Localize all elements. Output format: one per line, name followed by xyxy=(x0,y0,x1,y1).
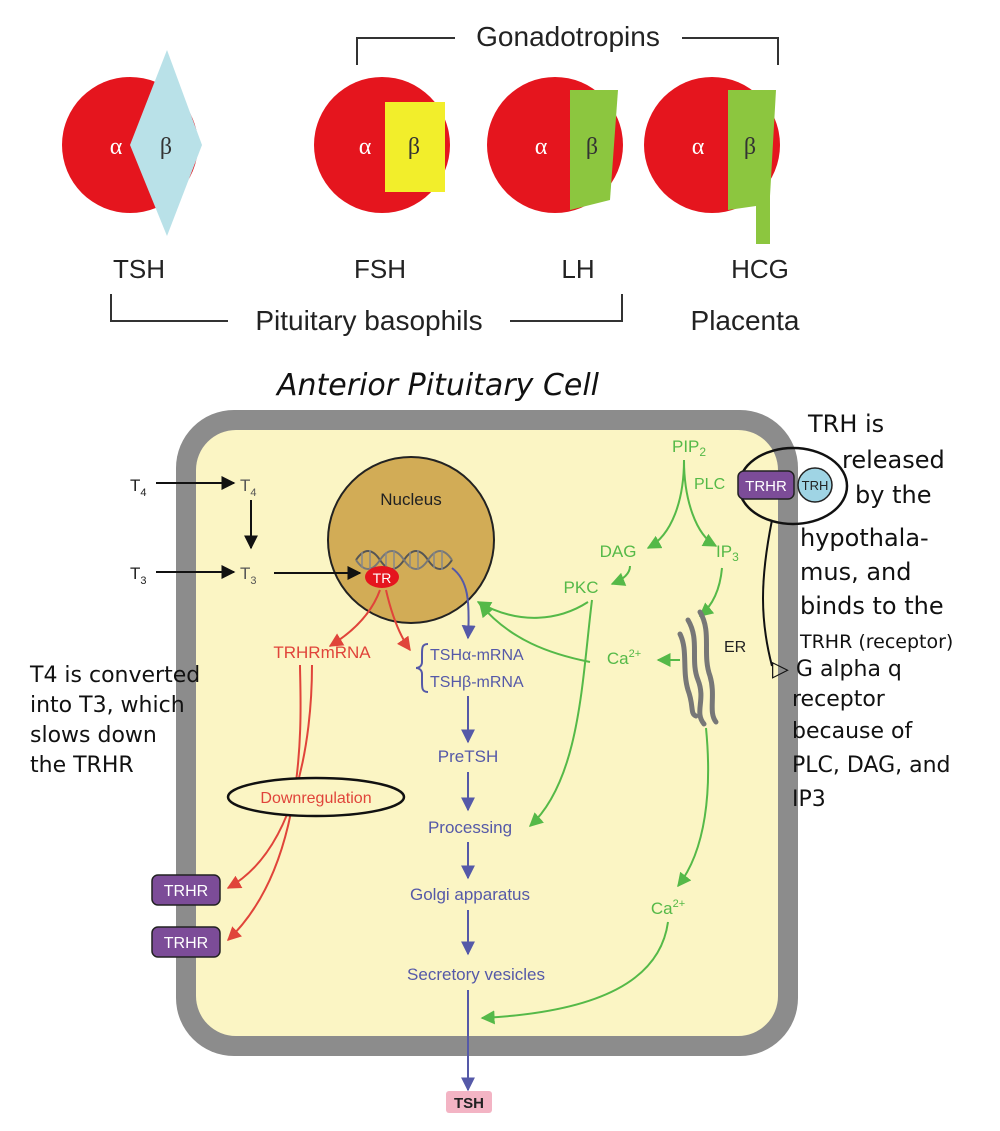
gonadotropins-label: Gonadotropins xyxy=(476,21,660,52)
note-right-bottom-line-5: IP3 xyxy=(792,787,826,812)
trhr-box-1 xyxy=(151,874,221,906)
trh-ligand xyxy=(797,467,833,503)
hcg-beta-label: β xyxy=(744,134,756,160)
vesicles-label: Secretory vesicles xyxy=(407,965,545,984)
pkc-label: PKC xyxy=(564,578,599,597)
tsha-mrna-label: TSHα-mRNA xyxy=(430,647,524,664)
tsh-beta-label: β xyxy=(160,134,172,160)
dag-label: DAG xyxy=(600,542,637,561)
lh-alpha-label: α xyxy=(535,134,548,160)
trhr-box-2 xyxy=(151,926,221,958)
note-right-bottom-line-3: because of xyxy=(792,719,913,744)
er-label: ER xyxy=(724,639,746,656)
tsh-output-box xyxy=(446,1091,492,1113)
note-right-top-line-5: mus, and xyxy=(800,558,912,586)
tsh-alpha-label: α xyxy=(110,134,123,160)
note-left: T4 is converted into T3, which slows dow… xyxy=(29,663,207,778)
lh-beta-subunit xyxy=(570,90,618,210)
hcg-beta-subunit xyxy=(728,90,776,244)
tr-to-trhrmrna-arrow xyxy=(328,589,381,647)
note-right-bottom: ▷ G alpha q receptor because of PLC, DAG… xyxy=(772,657,958,812)
lh-beta-label: β xyxy=(586,134,598,160)
note-right-top-line-2: released xyxy=(842,446,945,474)
hormone-structures: Gonadotropins α β TSH α β FSH α β LH xyxy=(62,21,800,336)
note-left-line-4: the TRHR xyxy=(30,753,134,778)
note-right-top-line-3: by the xyxy=(855,481,931,509)
processing-label: Processing xyxy=(428,818,512,837)
hcg-name: HCG xyxy=(731,254,789,284)
pkc-to-processing-arrow xyxy=(528,599,593,827)
tshb-mrna-label: TSHβ-mRNA xyxy=(430,674,524,691)
t3-outside: T3 xyxy=(130,564,147,587)
note-left-line-1: T4 is converted xyxy=(29,663,200,688)
fsh-name: FSH xyxy=(354,254,406,284)
fsh-beta-subunit xyxy=(385,102,445,192)
pip2-label: PIP2 xyxy=(672,437,706,459)
trhr-label-1: TRHR xyxy=(164,883,208,900)
membrane-trhr-receptor xyxy=(737,470,795,500)
ca-to-nucleus-arrow xyxy=(479,602,591,663)
tsh-beta-subunit xyxy=(130,50,202,236)
nucleus xyxy=(327,456,495,624)
golgi-label: Golgi apparatus xyxy=(410,885,530,904)
handwritten-notes: T4 is converted into T3, which slows dow… xyxy=(29,410,958,812)
fsh-alpha-label: α xyxy=(359,134,372,160)
downregulation-label: Downregulation xyxy=(260,790,371,807)
note-right-bottom-line-4: PLC, DAG, and xyxy=(792,753,951,778)
tr-label: TR xyxy=(373,570,392,586)
hcg-alpha-label: α xyxy=(692,134,705,160)
note-left-line-2: into T3, which xyxy=(30,693,185,718)
dna-helix-icon xyxy=(355,550,453,570)
note-right-top-line-7: TRHR (receptor) xyxy=(799,631,953,653)
pip2-branch-ip3 xyxy=(683,459,718,547)
pituitary-bracket xyxy=(110,294,623,322)
hormone-hcg: α β HCG xyxy=(644,77,789,284)
er-icon xyxy=(677,609,719,727)
cell-diagram: Anterior Pituitary Cell Nucleus TR T4 T4… xyxy=(130,368,849,1113)
downregulation-circle xyxy=(226,776,406,818)
trh-label: TRH xyxy=(802,478,829,493)
hormone-tsh: α β TSH xyxy=(62,50,202,284)
plc-label: PLC xyxy=(694,476,725,493)
gonadotropins-bracket xyxy=(356,37,779,65)
tsh-output-label: TSH xyxy=(454,1095,484,1112)
tr-receptor xyxy=(365,566,399,588)
lh-name: LH xyxy=(561,254,594,284)
placenta-label: Placenta xyxy=(691,305,800,336)
nucleus-label: Nucleus xyxy=(380,490,441,509)
ca2-to-vesicles-arrow xyxy=(480,921,669,1025)
tsh-name: TSH xyxy=(113,254,165,284)
note-connector-arrow xyxy=(762,519,773,667)
pituitary-label: Pituitary basophils xyxy=(255,305,482,336)
er-to-ca2-arrow xyxy=(677,727,710,888)
tr-to-tsh-mrna-arrow xyxy=(385,589,411,652)
trhr-label-2: TRHR xyxy=(164,935,208,952)
dag-to-pkc-arrow xyxy=(610,565,631,586)
hormone-lh: α β LH xyxy=(487,77,623,284)
note-right-bottom-line-2: receptor xyxy=(792,687,886,712)
note-right-top-line-1: TRH is xyxy=(807,410,884,438)
t4-outside: T4 xyxy=(130,476,147,499)
hormone-fsh: α β FSH xyxy=(314,77,450,284)
pretsh-label: PreTSH xyxy=(438,747,498,766)
note-right-bottom-line-1: ▷ G alpha q xyxy=(772,657,902,682)
membrane-trhr-label: TRHR xyxy=(745,478,787,495)
note-left-line-3: slows down xyxy=(30,723,157,748)
note-right-top-line-6: binds to the xyxy=(800,592,944,620)
note-right-top: TRH is released by the hypothala- mus, a… xyxy=(799,410,953,653)
fsh-beta-label: β xyxy=(408,134,420,160)
trhrmrna-label: TRHRmRNA xyxy=(273,643,371,662)
tsh-mrna-brace xyxy=(415,643,429,693)
dna-to-tsh-mrna-arrow xyxy=(451,567,476,640)
cell-title: Anterior Pituitary Cell xyxy=(275,368,600,403)
note-right-top-line-4: hypothala- xyxy=(800,524,929,552)
